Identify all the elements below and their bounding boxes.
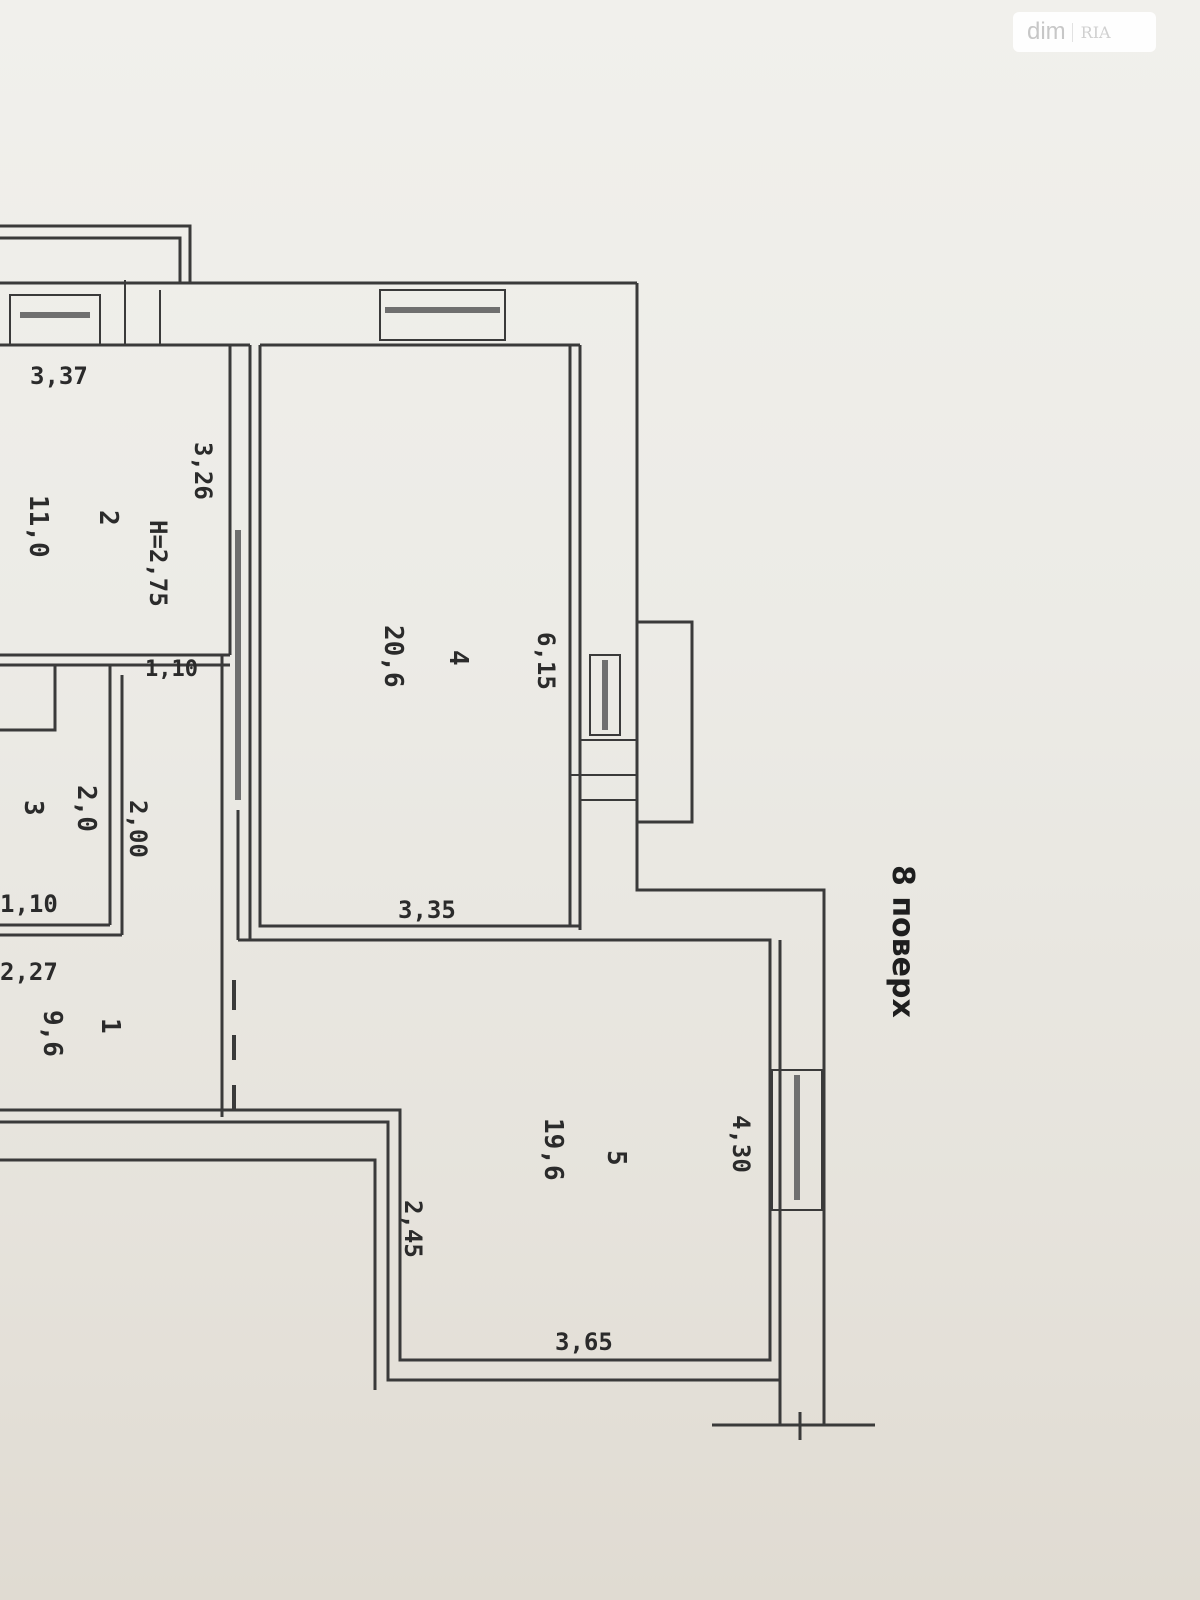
floor-label: 8 поверх [885, 865, 920, 1018]
dimension-label: 3,65 [555, 1328, 613, 1356]
room-4-number: 4 [443, 650, 473, 666]
room-2-area: 11,0 [23, 495, 53, 558]
dimension-label: 3,26 [189, 442, 217, 500]
room-1-number: 1 [95, 1018, 125, 1034]
dimension-label: 3,35 [398, 896, 456, 924]
window-frames [9, 280, 823, 1211]
dimension-label: 2,00 [124, 800, 152, 858]
dimension-label: 1,10 [145, 657, 198, 682]
watermark-logo: dim RIA [1013, 12, 1156, 52]
watermark-sub: RIA [1071, 22, 1111, 42]
room-2-number: 2 [93, 510, 123, 526]
dimension-label: H=2,75 [144, 520, 172, 607]
room-5-number: 5 [601, 1150, 631, 1166]
room-3-number: 3 [18, 800, 48, 816]
room-5-area: 19,6 [538, 1118, 568, 1181]
walls [0, 224, 875, 1440]
windows [20, 307, 800, 1200]
dimension-label: 3,37 [30, 362, 88, 390]
room-3-area: 2,0 [71, 785, 101, 832]
dimension-label: 2,45 [399, 1200, 427, 1258]
dimension-label: 2,27 [0, 958, 58, 986]
room-4-area: 20,6 [378, 625, 408, 688]
dimension-label: 4,30 [727, 1115, 755, 1173]
dimension-label: 1,10 [0, 890, 58, 918]
watermark-brand: dim [1027, 18, 1066, 45]
dimension-label: 6,15 [532, 632, 560, 690]
room-1-area: 9,6 [37, 1010, 67, 1057]
